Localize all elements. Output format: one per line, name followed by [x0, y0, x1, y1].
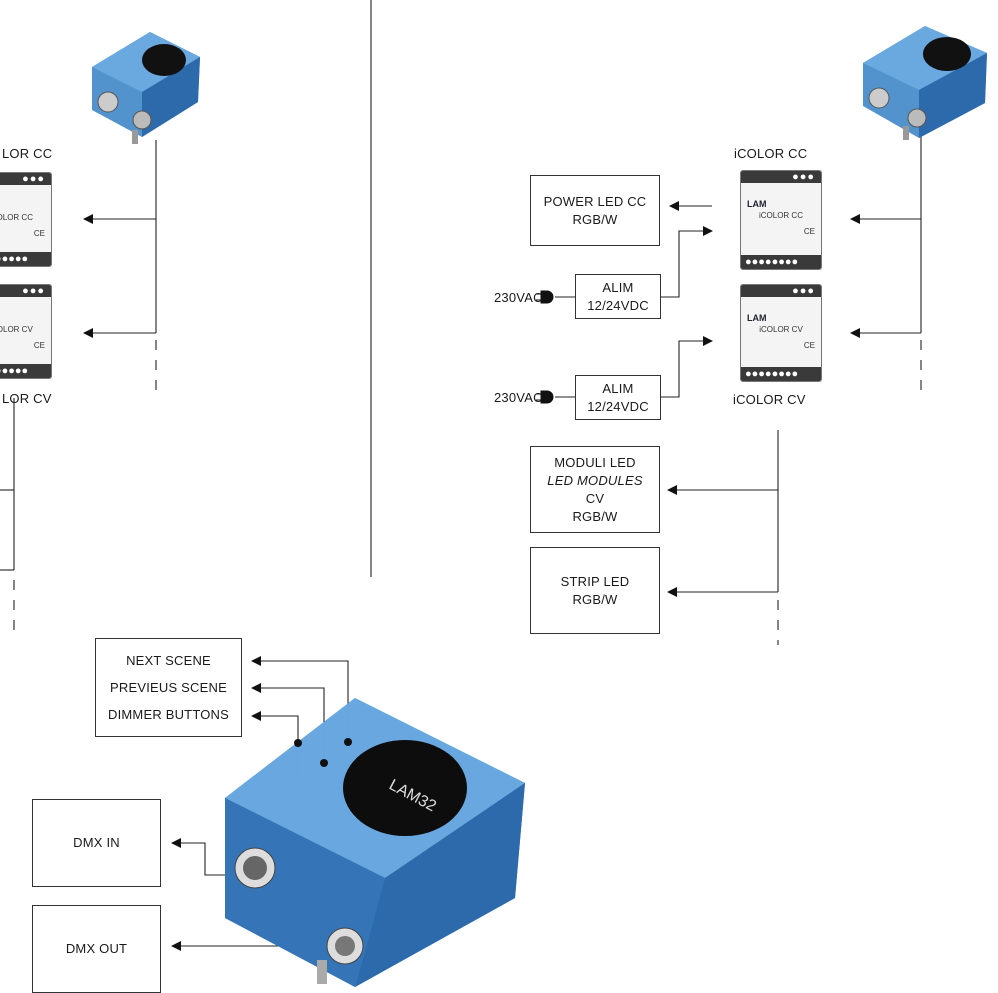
buttons-box: NEXT SCENE PREVIEUS SCENE DIMMER BUTTONS: [95, 638, 242, 737]
left-cc-label: LOR CC: [2, 146, 53, 161]
strip-led-box: STRIP LED RGB/W: [530, 547, 660, 634]
arrow-dmx-in: [171, 838, 240, 876]
next-scene-label: NEXT SCENE: [126, 653, 211, 668]
arrow-alim-top: [660, 226, 713, 298]
dmx-in-box: DMX IN: [32, 799, 161, 887]
dmx-interface-main-icon: LAM32: [225, 698, 525, 987]
alim-box-top: ALIM 12/24VDC: [575, 274, 661, 319]
dmx-interface-left-icon: [92, 32, 200, 144]
moduli-led-box: MODULI LED LED MODULES CV RGB/W: [530, 446, 660, 533]
dmx-out-box: DMX OUT: [32, 905, 161, 993]
arrow-alim-bottom: [660, 336, 713, 398]
vac-input-top: 230VAC: [494, 290, 543, 305]
left-cv-label: LOR CV: [2, 391, 52, 406]
driver-left-cv: ●●● LAM iCOLOR CV CE ●●●●●●●●: [0, 284, 52, 379]
right-cv-label: iCOLOR CV: [733, 392, 806, 407]
driver-right-cc: ●●● LAM iCOLOR CC CE ●●●●●●●●: [740, 170, 822, 270]
dmx-interface-right-icon: [863, 26, 987, 140]
alim-box-bottom: ALIM 12/24VDC: [575, 375, 661, 420]
right-cc-label: iCOLOR CC: [734, 146, 808, 161]
prev-scene-label: PREVIEUS SCENE: [110, 680, 227, 695]
plug-icon-top: [540, 290, 554, 304]
dimmer-buttons-label: DIMMER BUTTONS: [107, 707, 229, 722]
vac-input-bottom: 230VAC: [494, 390, 543, 405]
driver-right-cv: ●●● LAM iCOLOR CV CE ●●●●●●●●: [740, 284, 822, 382]
driver-left-cc: ●●● LAM iCOLOR CC CE ●●●●●●●●: [0, 172, 52, 267]
plug-icon-bottom: [540, 390, 554, 404]
power-led-box: POWER LED CC RGB/W: [530, 175, 660, 246]
